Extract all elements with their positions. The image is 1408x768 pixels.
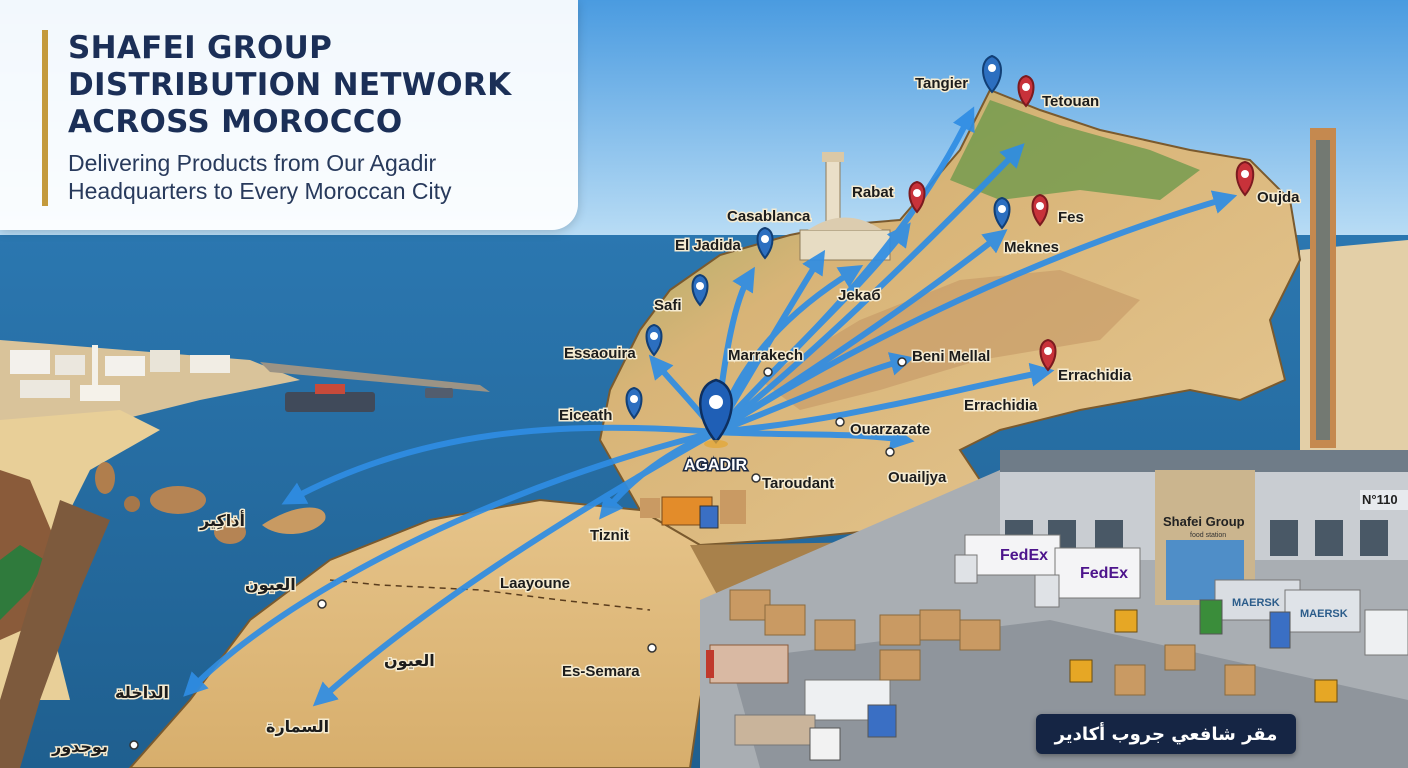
truck-maersk-2-label: MAERSK (1300, 608, 1348, 620)
south-border-line (329, 579, 651, 611)
label-laayoune-ar-2: العيون (384, 651, 435, 670)
label-errachidia-1: Errachidia (1058, 367, 1132, 384)
truck-fedex-1-label: FedEx (1000, 547, 1048, 564)
harbor-jetty (260, 362, 490, 392)
warehouse-number: N°110 (1362, 492, 1398, 507)
city-labels: Tangier Tetouan Rabat Oujda Casablanca F… (50, 74, 1302, 758)
page-title: SHAFEI GROUP DISTRIBUTION NETWORK ACROSS… (68, 30, 512, 140)
label-casablanca: Casablanca (727, 208, 811, 225)
pin-agadir-hub (699, 378, 733, 448)
label-rabat: Rabat (852, 184, 894, 201)
label-ouarzazate: Ouarzazate (850, 421, 930, 438)
dot-ouarzazate (835, 417, 845, 427)
dot-ouailjya (885, 447, 895, 457)
pin-safi (691, 273, 709, 307)
town-buildings (10, 345, 230, 401)
dot-es-semara (647, 643, 657, 653)
coast-road (0, 500, 110, 768)
pin-eiceath (625, 386, 643, 420)
label-el-jadida: El Jadida (675, 237, 742, 254)
label-tiznit: Tiznit (590, 527, 629, 544)
headquarters-caption: مقر شافعي جروب أكادير (1036, 714, 1296, 754)
pin-el-jadida (756, 226, 774, 260)
pin-essaouira (645, 323, 663, 357)
palms (0, 545, 45, 620)
label-agadir-hub: AGADIR (684, 457, 748, 474)
label-boujdour-ar: بوجدور (51, 737, 108, 756)
sea-rocks (95, 462, 326, 544)
label-beni-mellal: Beni Mellal (912, 348, 990, 365)
label-es-semara: Es-Semara (562, 663, 640, 680)
label-marrakech: Marrakech (728, 347, 803, 364)
truck-white-2 (804, 679, 897, 738)
label-ouailjya: Ouailjya (888, 469, 947, 486)
label-laayoune-ar-1: العيون (245, 575, 296, 594)
pin-errachidia (1039, 338, 1057, 372)
title-accent-bar (42, 30, 48, 206)
pin-fes (1031, 193, 1049, 227)
page-subtitle: Delivering Products from Our Agadir Head… (68, 150, 452, 204)
pins (129, 54, 1255, 750)
truck-red (706, 644, 789, 684)
label-fes: Fes (1058, 209, 1084, 226)
label-tangier: Tangier (915, 75, 968, 92)
truck-white-1 (1364, 609, 1408, 656)
label-errachidia-2: Errachidia (964, 397, 1038, 414)
dot-laayoune (317, 599, 327, 609)
label-smara-ar: السمارة (266, 717, 329, 736)
small-boat (425, 388, 453, 398)
truck-fedex-2 (1034, 547, 1141, 608)
ship (285, 392, 375, 412)
pin-oujda (1235, 160, 1255, 197)
coast-town-shore (0, 340, 300, 600)
forklifts (1069, 609, 1338, 703)
pallets (729, 589, 1256, 696)
warehouse-sign: Shafei Group (1163, 514, 1245, 529)
label-laayoune: Laayoune (500, 575, 570, 592)
label-jekab: Jekaб (838, 287, 881, 304)
title-card: SHAFEI GROUP DISTRIBUTION NETWORK ACROSS… (0, 0, 578, 230)
truck-fedex-2-label: FedEx (1080, 565, 1128, 582)
dot-taroudant (751, 473, 761, 483)
dot-marrakech (763, 367, 773, 377)
warehouse-sign-small: food station (1190, 532, 1226, 539)
label-tetouan: Tetouan (1042, 93, 1099, 110)
truck-maersk-1-label: MAERSK (1232, 597, 1280, 609)
pin-meknes (993, 196, 1011, 230)
label-taroudant: Taroudant (762, 475, 834, 492)
rif-mountains (950, 100, 1200, 200)
pin-rabat (908, 180, 926, 214)
map-truck (640, 490, 746, 529)
label-agadir-ar: أذاكِير (199, 510, 245, 530)
label-safi: Safi (654, 297, 682, 314)
mosque-landmark (799, 152, 891, 261)
pin-tetouan (1017, 74, 1035, 108)
dot-beni-mellal (897, 357, 907, 367)
truck-maersk-2 (1269, 589, 1361, 649)
label-essaouira: Essaouira (564, 345, 636, 362)
dot-boujdour (129, 740, 139, 750)
truck-fedex-1 (954, 534, 1061, 584)
label-oujda: Oujda (1257, 189, 1300, 206)
pin-tangier (982, 54, 1002, 94)
label-dakhla-ar: الداخلة (115, 683, 169, 702)
label-meknes: Meknes (1004, 239, 1059, 256)
truck-white-3 (734, 714, 841, 761)
label-eiceath: Eiceath (559, 407, 612, 424)
